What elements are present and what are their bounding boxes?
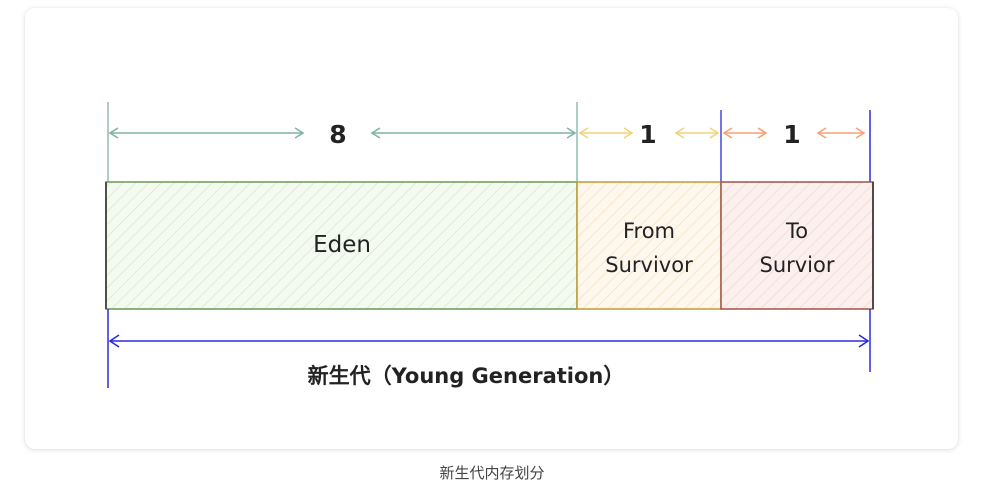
eden-ratio-label: 8 xyxy=(329,120,346,149)
from-survivor-label-line1: From xyxy=(623,219,675,243)
to-ratio-label: 1 xyxy=(783,120,800,149)
from-survivor-region xyxy=(576,181,722,310)
young-generation-span xyxy=(107,309,871,388)
figure-caption: 新生代内存划分 xyxy=(439,464,545,482)
eden-region xyxy=(105,181,578,310)
to-ratio-arrows xyxy=(722,127,866,139)
to-survivor-label-line1: To xyxy=(785,219,808,243)
from-ratio-arrows xyxy=(578,127,720,139)
from-survivor-label-line2: Survivor xyxy=(605,253,693,277)
young-generation-label: 新生代（Young Generation） xyxy=(308,364,625,388)
eden-ratio-arrows xyxy=(108,127,577,139)
eden-label: Eden xyxy=(313,232,371,258)
to-survivor-label-line2: Survior xyxy=(759,253,834,277)
from-ratio-label: 1 xyxy=(639,120,656,149)
to-survivor-region xyxy=(720,181,874,310)
